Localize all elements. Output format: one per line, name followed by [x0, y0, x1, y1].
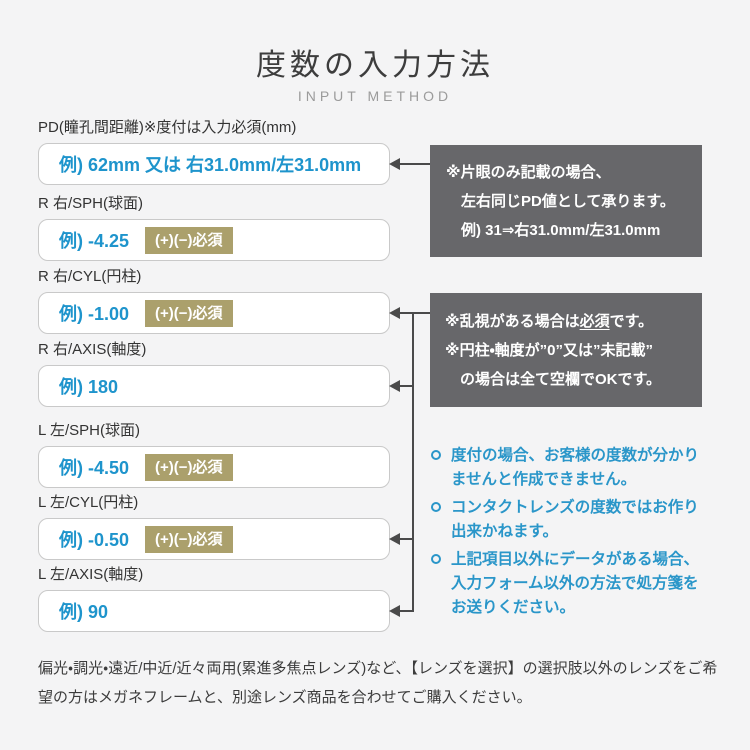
l-sph-input[interactable]: 例) -4.50 (+)(−)必須 — [38, 446, 390, 488]
pd-note-line-1: ※片眼のみ記載の場合、 — [446, 164, 611, 181]
l-cyl-arrow-icon — [389, 533, 400, 545]
field-pd: PD(瞳孔間距離)※度付は入力必須(mm) 例) 62mm 又は 右31.0mm… — [38, 119, 390, 185]
field-l-axis: L 左/AXIS(軸度) 例) 90 — [38, 566, 390, 632]
tip-item-prescription: 上記項目以外にデータがある場合、入力フォーム以外の方法で処方箋をお送りください。 — [430, 548, 711, 620]
page-title: 度数の入力方法 — [256, 49, 494, 82]
r-cyl-required-badge: (+)(−)必須 — [145, 299, 233, 327]
r-cyl-arrow-icon — [389, 307, 400, 319]
l-cyl-required-badge: (+)(−)必須 — [145, 525, 233, 553]
field-l-cyl-label: L 左/CYL(円柱) — [38, 494, 139, 511]
page-subtitle: INPUT METHOD — [297, 88, 453, 104]
tip-item-contact-lens-text: コンタクトレンズの度数ではお作り出来かねます。 — [451, 499, 699, 540]
field-l-cyl: L 左/CYL(円柱) 例) -0.50 (+)(−)必須 — [38, 494, 390, 560]
r-cyl-input[interactable]: 例) -1.00 (+)(−)必須 — [38, 292, 390, 334]
pd-example-value: 例) 62mm 又は 右31.0mm/左31.0mm — [59, 155, 362, 175]
r-axis-arrow-icon — [389, 380, 400, 392]
l-axis-arrow-icon — [389, 605, 400, 617]
circle-bullet-icon — [431, 554, 441, 564]
l-axis-input[interactable]: 例) 90 — [38, 590, 390, 632]
footer-note: 偏光・調光・遠近/中近/近々両用(累進多焦点レンズ)など、【レンズを選択】の選択… — [38, 660, 718, 706]
cyl-note-line-1: ※乱視がある場合は必須です。 — [445, 307, 702, 336]
cyl-note-line-3: の場合は全て空欄でOKです。 — [460, 371, 662, 388]
cyl-axis-note-box: ※乱視がある場合は必須です。 ※円柱・軸度が”0”又は”未記載” の場合は全て空… — [430, 293, 702, 407]
tip-item-degree: 度付の場合、お客様の度数が分かりませんと作成できません。 — [430, 444, 711, 492]
cyl-note-connector-vline — [412, 312, 414, 612]
l-axis-example-value: 例) 90 — [59, 602, 109, 622]
r-axis-example-value: 例) 180 — [59, 377, 119, 397]
l-cyl-input[interactable]: 例) -0.50 (+)(−)必須 — [38, 518, 390, 560]
tips-list: 度付の場合、お客様の度数が分かりませんと作成できません。 コンタクトレンズの度数… — [430, 444, 722, 624]
field-r-sph: R 右/SPH(球面) 例) -4.25 (+)(−)必須 — [38, 195, 390, 261]
cyl-note-line-1-required: 必須 — [579, 313, 610, 330]
field-l-axis-label: L 左/AXIS(軸度) — [38, 566, 144, 583]
field-r-sph-label: R 右/SPH(球面) — [38, 195, 144, 212]
tip-item-degree-text: 度付の場合、お客様の度数が分かりませんと作成できません。 — [451, 447, 700, 488]
pd-note-line-3: 例) 31⇒右31.0mm/左31.0mm — [461, 222, 661, 239]
l-sph-example-value: 例) -4.50 — [59, 458, 130, 478]
field-l-sph: L 左/SPH(球面) 例) -4.50 (+)(−)必須 — [38, 422, 390, 488]
field-r-axis: R 右/AXIS(軸度) 例) 180 — [38, 341, 390, 407]
r-sph-required-badge: (+)(−)必須 — [145, 226, 233, 254]
field-r-cyl: R 右/CYL(円柱) 例) -1.00 (+)(−)必須 — [38, 268, 390, 334]
cyl-note-line-2: ※円柱・軸度が”0”又は”未記載” — [445, 342, 654, 359]
r-sph-example-value: 例) -4.25 — [59, 231, 130, 251]
cyl-note-branch-r-axis — [400, 385, 414, 387]
r-cyl-example-value: 例) -1.00 — [59, 304, 130, 324]
pd-note-arrow-line — [400, 163, 430, 165]
pd-note-arrow-icon — [389, 158, 400, 170]
r-axis-input[interactable]: 例) 180 — [38, 365, 390, 407]
cyl-note-branch-r-cyl — [400, 312, 430, 314]
field-r-cyl-label: R 右/CYL(円柱) — [38, 268, 142, 285]
l-cyl-example-value: 例) -0.50 — [59, 530, 130, 550]
cyl-note-branch-l-cyl — [400, 538, 414, 540]
field-r-axis-label: R 右/AXIS(軸度) — [38, 341, 147, 358]
field-pd-label: PD(瞳孔間距離)※度付は入力必須(mm) — [38, 119, 297, 136]
tip-item-contact-lens: コンタクトレンズの度数ではお作り出来かねます。 — [430, 496, 711, 544]
field-l-sph-label: L 左/SPH(球面) — [38, 422, 140, 439]
circle-bullet-icon — [431, 450, 441, 460]
pd-note-box: ※片眼のみ記載の場合、 左右同じPD値として承ります。 例) 31⇒右31.0m… — [430, 145, 702, 257]
l-sph-required-badge: (+)(−)必須 — [145, 453, 233, 481]
pd-note-line-2: 左右同じPD値として承ります。 — [461, 193, 675, 210]
circle-bullet-icon — [431, 502, 441, 512]
tip-item-prescription-text: 上記項目以外にデータがある場合、入力フォーム以外の方法で処方箋をお送りください。 — [451, 551, 700, 616]
pd-input[interactable]: 例) 62mm 又は 右31.0mm/左31.0mm — [38, 143, 390, 185]
cyl-note-line-1-suffix: です。 — [609, 313, 654, 330]
r-sph-input[interactable]: 例) -4.25 (+)(−)必須 — [38, 219, 390, 261]
cyl-note-branch-l-axis — [400, 610, 414, 612]
cyl-note-line-1-prefix: ※乱視がある場合は — [445, 313, 580, 330]
